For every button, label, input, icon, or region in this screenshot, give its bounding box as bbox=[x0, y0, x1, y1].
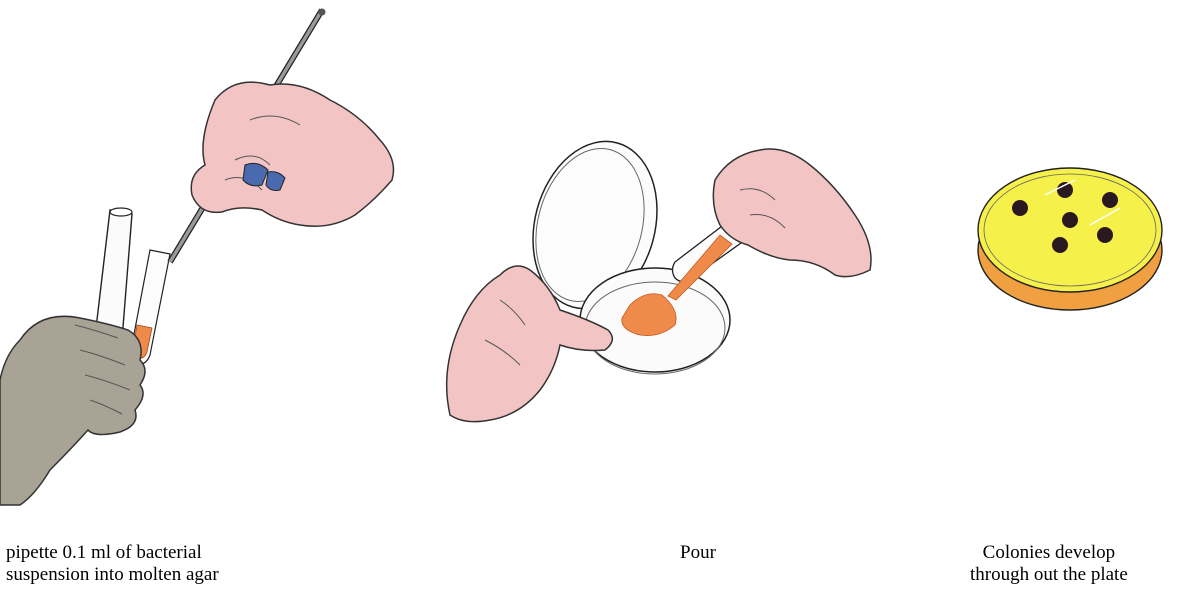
hand-right bbox=[191, 82, 393, 226]
step-1-caption-line-1: pipette 0.1 ml of bacterial bbox=[6, 542, 219, 564]
gloved-hand-left bbox=[0, 316, 145, 505]
colony bbox=[1062, 212, 1078, 228]
step-1-panel bbox=[0, 0, 420, 520]
colony bbox=[1012, 200, 1028, 216]
step-1-caption: pipette 0.1 ml of bacterial suspension i… bbox=[6, 542, 219, 586]
step-1-caption-line-2: suspension into molten agar bbox=[6, 564, 219, 586]
step-2-caption: Pour bbox=[680, 542, 716, 564]
colony bbox=[1102, 192, 1118, 208]
step-2-caption-line-1: Pour bbox=[680, 542, 716, 564]
colony bbox=[1097, 227, 1113, 243]
colony-plate-illustration bbox=[960, 140, 1180, 320]
petri-dish-base bbox=[580, 268, 730, 374]
step-3-caption-line-2: through out the plate bbox=[970, 564, 1128, 586]
step-2-panel bbox=[430, 120, 890, 440]
step-3-caption: Colonies develop through out the plate bbox=[970, 542, 1128, 586]
hand-right-pour bbox=[713, 149, 871, 277]
step-3-panel bbox=[960, 140, 1180, 320]
step-3-caption-line-1: Colonies develop bbox=[970, 542, 1128, 564]
pipetting-illustration bbox=[0, 0, 420, 520]
colony bbox=[1052, 237, 1068, 253]
pouring-illustration bbox=[430, 120, 890, 440]
